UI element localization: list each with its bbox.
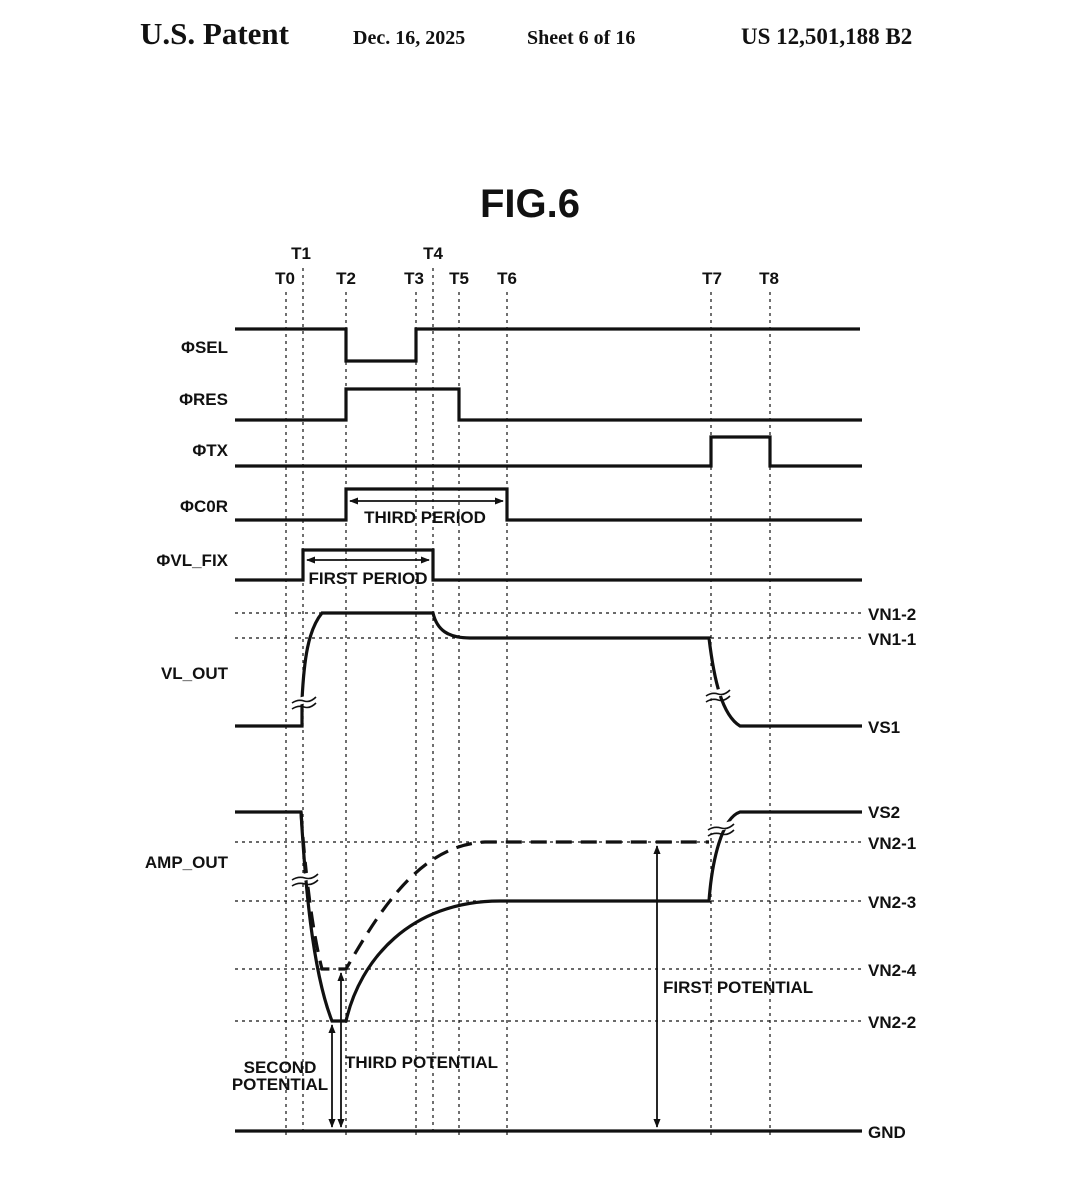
waveform-vl-out bbox=[235, 611, 862, 728]
level-label-vs2: VS2 bbox=[868, 803, 900, 822]
time-label-t5: T5 bbox=[449, 269, 469, 288]
break-mark-vl-out-fall bbox=[705, 686, 731, 703]
sheet-number: Sheet 6 of 16 bbox=[527, 27, 636, 49]
level-label-vn2-2: VN2-2 bbox=[868, 1013, 916, 1032]
waveform-cor bbox=[235, 487, 862, 522]
signal-label-vl-fix: ΦVL_FIX bbox=[156, 551, 228, 570]
patent-header-title: U.S. Patent bbox=[140, 16, 289, 51]
level-label-vs1: VS1 bbox=[868, 718, 900, 737]
level-gridlines bbox=[235, 612, 862, 1022]
level-label-vn2-4: VN2-4 bbox=[868, 961, 917, 980]
signal-label-sel: ΦSEL bbox=[181, 338, 228, 357]
time-label-t4: T4 bbox=[423, 244, 443, 263]
time-label-t3: T3 bbox=[404, 269, 424, 288]
level-label-vn1-2: VN1-2 bbox=[868, 605, 916, 624]
time-label-t7: T7 bbox=[702, 269, 722, 288]
first-potential-label: FIRST POTENTIAL bbox=[663, 978, 813, 997]
waveform-tx bbox=[235, 435, 862, 468]
waveform-vl-fix bbox=[235, 548, 862, 582]
level-label-gnd: GND bbox=[868, 1123, 906, 1142]
figure-title: FIG.6 bbox=[480, 182, 580, 226]
first-period-label: FIRST PERIOD bbox=[308, 569, 427, 588]
signal-label-tx: ΦTX bbox=[192, 441, 228, 460]
level-label-vn2-3: VN2-3 bbox=[868, 893, 916, 912]
third-potential-label: THIRD POTENTIAL bbox=[345, 1053, 498, 1072]
second-potential-label-line2: POTENTIAL bbox=[232, 1075, 328, 1094]
second-potential-label-line1: SECOND bbox=[244, 1058, 317, 1077]
signal-label-cor: ΦC0R bbox=[180, 497, 228, 516]
signal-label-res: ΦRES bbox=[179, 390, 228, 409]
waveform-res bbox=[235, 387, 862, 422]
time-gridlines bbox=[285, 268, 771, 1135]
break-mark-vl-out-rise bbox=[291, 693, 317, 710]
time-label-t2: T2 bbox=[336, 269, 356, 288]
level-label-vn1-1: VN1-1 bbox=[868, 630, 916, 649]
break-mark-amp-out-rise bbox=[707, 820, 735, 837]
signal-label-vl-out: VL_OUT bbox=[161, 664, 229, 683]
time-label-t6: T6 bbox=[497, 269, 517, 288]
level-label-vn2-1: VN2-1 bbox=[868, 834, 916, 853]
signal-label-amp-out: AMP_OUT bbox=[145, 853, 229, 872]
patent-date: Dec. 16, 2025 bbox=[353, 27, 466, 49]
waveform-amp-out-solid bbox=[235, 810, 862, 1023]
patent-number: US 12,501,188 B2 bbox=[741, 24, 913, 49]
time-label-t8: T8 bbox=[759, 269, 779, 288]
time-label-t1: T1 bbox=[291, 244, 311, 263]
waveform-sel bbox=[235, 327, 860, 363]
waveform-amp-out-dashed bbox=[299, 811, 709, 971]
time-label-t0: T0 bbox=[275, 269, 295, 288]
break-mark-amp-out-fall bbox=[291, 870, 319, 887]
third-period-label: THIRD PERIOD bbox=[364, 508, 486, 527]
